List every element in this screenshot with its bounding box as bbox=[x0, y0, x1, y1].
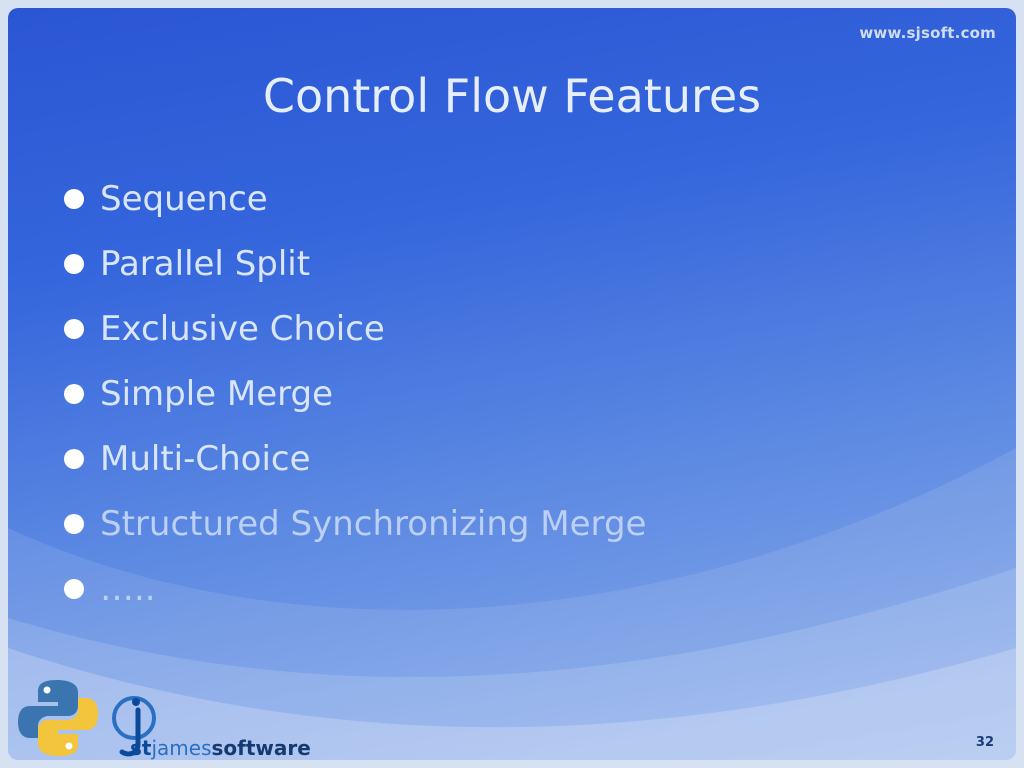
bullet-item-multi-choice: Multi-Choice bbox=[64, 426, 646, 491]
python-logo-icon bbox=[18, 680, 98, 756]
bullet-item-structured-synchronizing-merge: Structured Synchronizing Merge bbox=[64, 491, 646, 556]
bullet-text: Exclusive Choice bbox=[100, 308, 385, 349]
bullet-text: Simple Merge bbox=[100, 373, 334, 414]
bullet-dot-icon bbox=[64, 188, 84, 209]
bullet-item-ellipsis: ….. bbox=[64, 556, 646, 621]
bullet-dot-icon bbox=[64, 513, 84, 534]
bullet-dot-icon bbox=[64, 318, 84, 339]
bullet-item-simple-merge: Simple Merge bbox=[64, 361, 646, 426]
bullet-list: Sequence Parallel Split Exclusive Choice… bbox=[64, 166, 646, 621]
bullet-text: ….. bbox=[100, 568, 156, 609]
company-name-james: james bbox=[151, 736, 212, 760]
bullet-dot-icon bbox=[64, 253, 84, 274]
website-url: www.sjsoft.com bbox=[859, 24, 996, 42]
bullet-item-parallel-split: Parallel Split bbox=[64, 231, 646, 296]
bullet-dot-icon bbox=[64, 383, 84, 404]
background-waves bbox=[8, 448, 1016, 760]
slide: www.sjsoft.com Control Flow Features Seq… bbox=[8, 8, 1016, 760]
bullet-text: Multi-Choice bbox=[100, 438, 311, 479]
bullet-item-sequence: Sequence bbox=[64, 166, 646, 231]
company-name: stjamessoftware bbox=[130, 736, 311, 760]
bullet-text: Sequence bbox=[100, 178, 268, 219]
bullet-text: Structured Synchronizing Merge bbox=[100, 503, 647, 544]
j-swoosh-icon bbox=[112, 696, 156, 757]
st-james-software-logo: stjamessoftware bbox=[112, 692, 312, 760]
slide-title: Control Flow Features bbox=[262, 69, 762, 123]
company-name-st: st bbox=[130, 736, 152, 760]
company-name-software: software bbox=[211, 736, 311, 760]
bullet-dot-icon bbox=[64, 578, 84, 599]
bullet-dot-icon bbox=[64, 448, 84, 469]
page-number: 32 bbox=[975, 735, 994, 750]
bullet-text: Parallel Split bbox=[100, 243, 311, 284]
bullet-item-exclusive-choice: Exclusive Choice bbox=[64, 296, 646, 361]
